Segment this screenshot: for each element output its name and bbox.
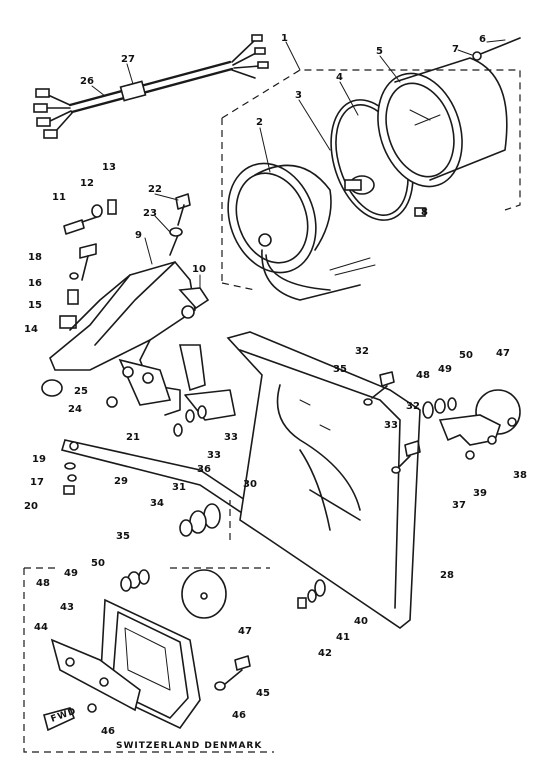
- callout-3: 3: [295, 90, 302, 101]
- callout-13: 13: [102, 162, 116, 173]
- callout-37: 37: [452, 500, 466, 511]
- callout-11: 11: [52, 192, 66, 203]
- callout-26: 26: [80, 76, 94, 87]
- callout-4: 4: [336, 72, 343, 83]
- plate-hardware: [297, 371, 421, 609]
- license-plate-bracket: [226, 331, 421, 629]
- callout-29: 29: [114, 476, 128, 487]
- callout-43: 43: [60, 602, 74, 613]
- callout-46: 46: [232, 710, 246, 721]
- callout-7: 7: [452, 44, 459, 55]
- callout-34: 34: [150, 498, 164, 509]
- callout-31: 31: [172, 482, 186, 493]
- fwd-arrow: FWD: [43, 706, 78, 732]
- callout-27: 27: [121, 54, 135, 65]
- callout-40: 40: [354, 616, 368, 627]
- callout-17: 17: [30, 477, 44, 488]
- callout-20: 20: [24, 501, 38, 512]
- meter-housing: [227, 162, 376, 301]
- callout-35: 35: [116, 531, 130, 542]
- callout-12: 12: [80, 178, 94, 189]
- callout-48: 48: [36, 578, 50, 589]
- callout-2: 2: [256, 117, 263, 128]
- meter-cup: [377, 37, 521, 217]
- callout-8: 8: [421, 207, 428, 218]
- callout-50: 50: [459, 350, 473, 361]
- callout-33: 33: [224, 432, 238, 443]
- callout-32: 32: [406, 401, 420, 412]
- callout-9: 9: [135, 230, 142, 241]
- grommet-stack: [173, 405, 221, 537]
- callout-14: 14: [24, 324, 38, 335]
- callout-labels: 1234567891011121314151617181920212223242…: [24, 33, 527, 737]
- callout-33: 33: [207, 450, 221, 461]
- region-caption: SWITZERLAND DENMARK: [116, 741, 262, 751]
- callout-10: 10: [192, 264, 206, 275]
- callout-16: 16: [28, 278, 42, 289]
- callout-46: 46: [101, 726, 115, 737]
- callout-45: 45: [256, 688, 270, 699]
- callout-5: 5: [376, 46, 383, 57]
- callout-36: 36: [197, 464, 211, 475]
- leader-lines: [91, 39, 506, 289]
- left-hardware: [41, 199, 117, 495]
- callout-25: 25: [74, 386, 88, 397]
- callout-22: 22: [148, 184, 162, 195]
- callout-21: 21: [126, 432, 140, 443]
- callout-15: 15: [28, 300, 42, 311]
- callout-44: 44: [34, 622, 48, 633]
- callout-49: 49: [438, 364, 452, 375]
- callout-39: 39: [473, 488, 487, 499]
- callout-33: 33: [384, 420, 398, 431]
- callout-47: 47: [496, 348, 510, 359]
- gasket-ring: [330, 99, 414, 221]
- callout-35: 35: [333, 364, 347, 375]
- main-bracket: [49, 193, 210, 416]
- callout-24: 24: [68, 404, 82, 415]
- callout-28: 28: [440, 570, 454, 581]
- callout-1: 1: [281, 33, 288, 44]
- callout-38: 38: [513, 470, 527, 481]
- callout-23: 23: [143, 208, 157, 219]
- callout-32: 32: [355, 346, 369, 357]
- callout-48: 48: [416, 370, 430, 381]
- callout-47: 47: [238, 626, 252, 637]
- callout-41: 41: [336, 632, 350, 643]
- callout-49: 49: [64, 568, 78, 579]
- subassembly-outline-upper: [221, 69, 521, 291]
- subassembly-outline-lower: [23, 567, 274, 753]
- callout-30: 30: [243, 479, 257, 490]
- callout-6: 6: [479, 34, 486, 45]
- callout-42: 42: [318, 648, 332, 659]
- callout-50: 50: [91, 558, 105, 569]
- regional-plate-assembly: [50, 569, 251, 730]
- callout-18: 18: [28, 252, 42, 263]
- reflector-right: [422, 389, 521, 460]
- wire-harness: [33, 34, 269, 139]
- callout-19: 19: [32, 454, 46, 465]
